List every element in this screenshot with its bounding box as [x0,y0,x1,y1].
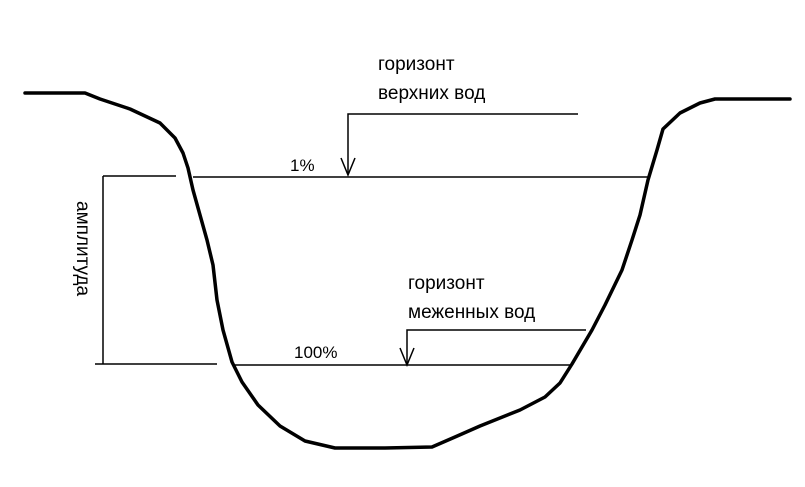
high-water-leader [347,113,578,174]
low-water-label-line1: горизонт [408,273,485,294]
high-water-percent: 1% [290,156,315,175]
high-water-label-line1: горизонт [378,54,455,75]
low-water-percent: 100% [294,343,337,362]
low-water-label-line2: меженных вод [408,302,535,323]
high-water-arrow-icon [340,157,356,177]
high-water-label-line2: верхних вод [378,83,485,104]
low-water-leader [406,329,586,364]
channel-profile [23,91,792,450]
low-water-arrow-icon [399,347,415,367]
amplitude-label: амплитуда [72,201,93,296]
